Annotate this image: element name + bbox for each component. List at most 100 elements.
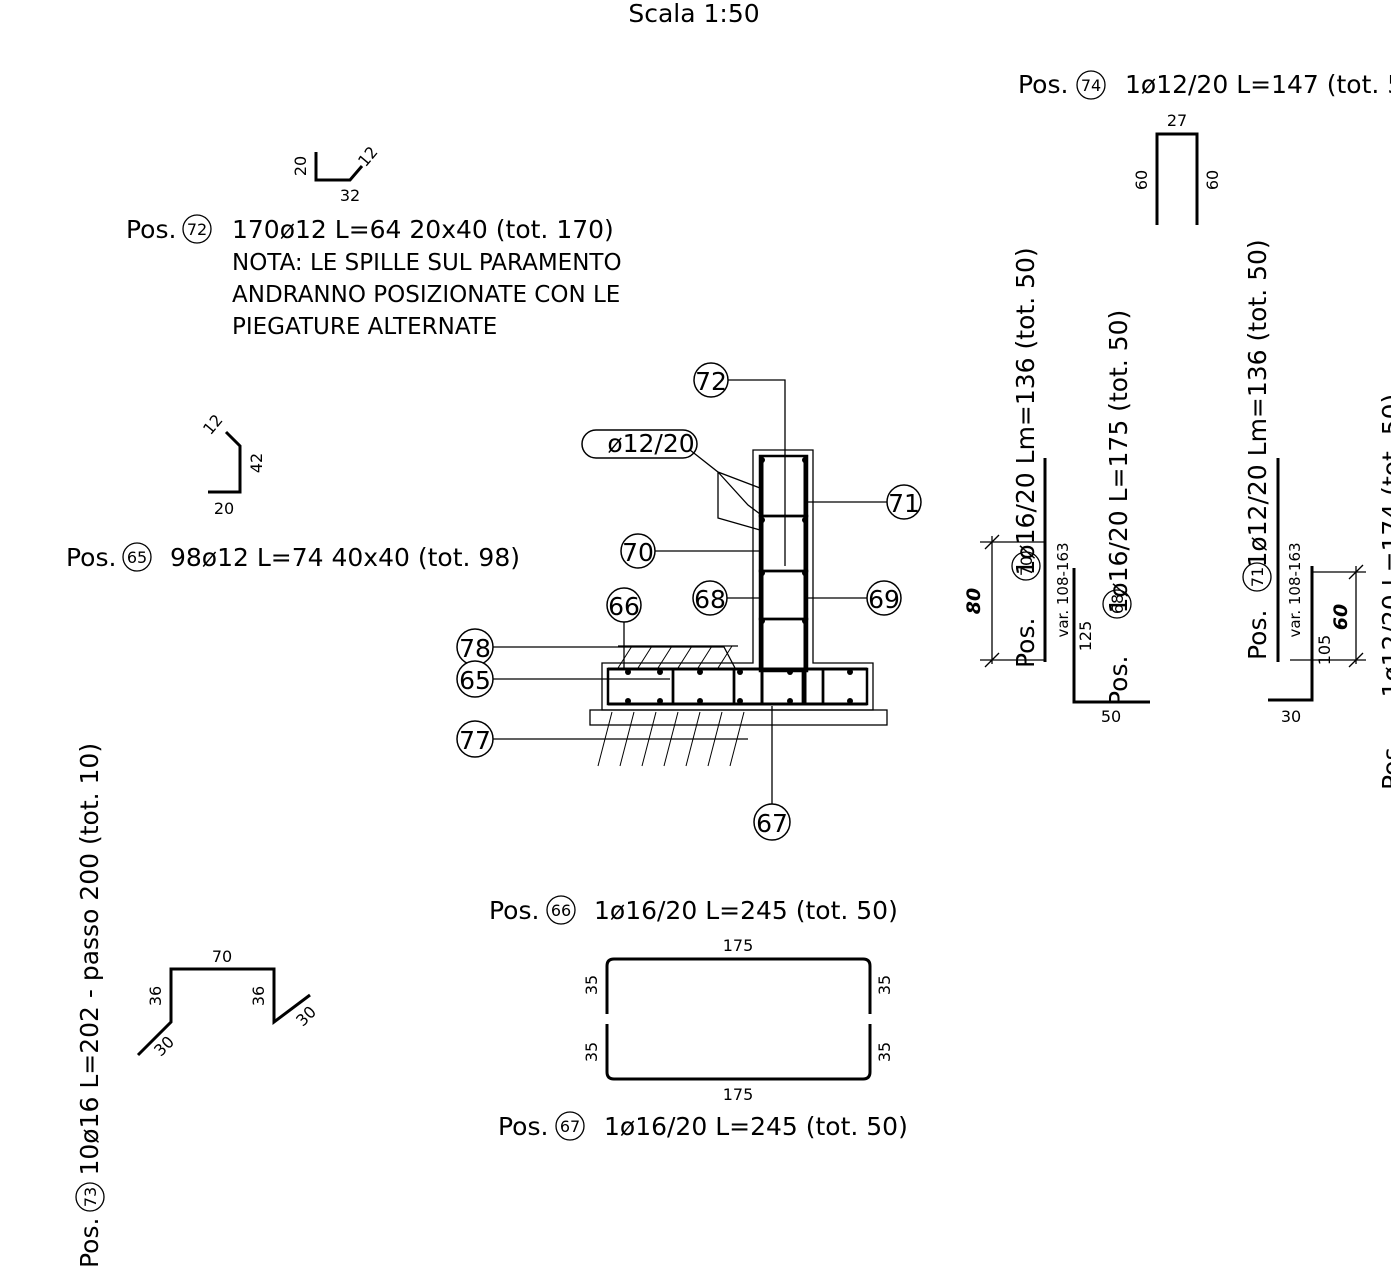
- pos74-dim-right: 60: [1203, 170, 1222, 190]
- pos66-marker-num: 66: [551, 901, 571, 920]
- marker-68: 68: [692, 580, 728, 616]
- svg-text:68: 68: [694, 585, 726, 614]
- marker-72: 72: [693, 362, 729, 398]
- svg-text:67: 67: [756, 809, 788, 838]
- pos66-dim-top: 175: [723, 936, 754, 955]
- svg-text:72: 72: [695, 367, 727, 396]
- pos72-dim-hook: 12: [354, 143, 382, 171]
- pos68-marker-num: 68: [1108, 594, 1127, 614]
- pos67-marker-circle: [555, 1111, 585, 1141]
- bar-dot: [759, 457, 765, 463]
- pos71-hook-shape: [1268, 566, 1314, 702]
- hatch-top-1: [617, 645, 633, 669]
- pos70-group: Pos.1ø16/20 Lm=136 (tot. 50) 70 var. 108…: [963, 247, 1072, 668]
- pos72-dim-width: 32: [340, 186, 360, 205]
- pos70-marker-num: 70: [1017, 556, 1036, 576]
- footing-stirrup-3: [732, 667, 805, 706]
- pos67-pos-label: Pos.: [498, 1112, 548, 1141]
- pos73-desc: 10ø16 L=202 - passo 200 (tot. 10): [75, 743, 104, 1176]
- pos74-group: Pos. 74 1ø12/20 L=147 (tot. 50 27 60 60: [1018, 70, 1391, 225]
- pos67-marker-num: 67: [560, 1117, 580, 1136]
- pos70-dim-tick-top: [984, 534, 1000, 550]
- bar-dot: [802, 517, 808, 523]
- pos71-group: Pos.1ø12/20 Lm=136 (tot. 50) 71 var. 108…: [1242, 239, 1366, 726]
- bar-dot: [625, 698, 631, 704]
- bar-dot: [759, 517, 765, 523]
- bar-dot: [802, 570, 808, 576]
- leader-72: [725, 379, 786, 460]
- pos66-dim-right: 35: [875, 975, 894, 995]
- stem-stirrup-2: [758, 514, 809, 573]
- bar-dot: [787, 669, 793, 675]
- pos74-bar-shape: [1155, 132, 1199, 225]
- pos70-text: Pos.1ø16/20 Lm=136 (tot. 50): [1011, 247, 1040, 668]
- pos71-dim-width: 30: [1281, 707, 1301, 726]
- pos72-group: 20 12 32 Pos. 72 170ø12 L=64 20x40 (tot.…: [126, 143, 622, 340]
- pos65-group: 12 42 20 Pos. 65 98ø12 L=74 40x40 (tot. …: [66, 411, 520, 572]
- marker-78: 78: [456, 628, 494, 666]
- hatch-top-5: [697, 645, 713, 669]
- leader-78: [493, 646, 736, 669]
- pos65-marker-num: 65: [127, 548, 147, 567]
- pos72-desc: 170ø12 L=64 20x40 (tot. 170): [232, 215, 614, 244]
- bar-dot: [737, 698, 743, 704]
- stirrup-label: ø12/20: [607, 429, 694, 458]
- bar-dot: [657, 698, 663, 704]
- pos74-marker-circle: [1076, 70, 1106, 100]
- bar-dot: [847, 698, 853, 704]
- pos72-pos-label: Pos.: [126, 215, 176, 244]
- pos66-bar-shape: [605, 957, 872, 1014]
- pos67-desc: 1ø16/20 L=245 (tot. 50): [604, 1112, 908, 1141]
- bar-dot: [847, 669, 853, 675]
- bar-dot: [802, 457, 808, 463]
- pos70-desc: 1ø16/20 Lm=136 (tot. 50): [1011, 247, 1040, 575]
- pos72-marker-circle: [182, 214, 212, 244]
- pos74-dim-width: 27: [1167, 111, 1187, 130]
- stem-stirrup-1: [758, 454, 809, 518]
- pos66-marker-circle: [546, 895, 576, 925]
- pos73-text: Pos.10ø16 L=202 - passo 200 (tot. 10): [75, 743, 104, 1268]
- pos69-group: Pos. 1ø12/20 L=174 (tot. 50): [1377, 394, 1391, 790]
- pos72-note-1: NOTA: LE SPILLE SUL PARAMENTO: [232, 250, 622, 276]
- pos65-dim-height: 42: [247, 453, 266, 473]
- pos73-marker-circle: [75, 1182, 105, 1212]
- pos72-note-3: PIEGATURE ALTERNATE: [232, 314, 497, 340]
- pos67-dim-right: 35: [875, 1042, 894, 1062]
- pos71-desc: 1ø12/20 Lm=136 (tot. 50): [1243, 239, 1272, 567]
- bar-dot: [737, 669, 743, 675]
- pos65-dim-width: 20: [214, 499, 234, 518]
- svg-text:71: 71: [888, 489, 920, 518]
- pos65-bar-shape: [208, 430, 242, 494]
- stem-stirrup-4: [758, 617, 809, 673]
- pos66-group: Pos. 66 1ø16/20 L=245 (tot. 50) 175 35 3…: [489, 895, 898, 1014]
- bar-dot: [802, 618, 808, 624]
- pos71-var: var. 108-163: [1286, 542, 1304, 637]
- pos68-marker-circle: [1102, 589, 1132, 619]
- pos69-pos-label: Pos.: [1377, 740, 1391, 790]
- pos67-dim-bottom: 175: [723, 1085, 754, 1104]
- marker-70: 70: [620, 533, 656, 569]
- svg-text:66: 66: [608, 592, 640, 621]
- pos69-desc: 1ø12/20 L=174 (tot. 50): [1377, 394, 1391, 698]
- bar-dot: [759, 570, 765, 576]
- footing-stirrup-2: [671, 667, 736, 706]
- pos71-marker-num: 71: [1248, 567, 1267, 587]
- pos74-dim-left: 60: [1132, 170, 1151, 190]
- bar-dot: [787, 698, 793, 704]
- marker-71: 71: [886, 484, 922, 520]
- pos71-dim-tick-bottom: [1348, 652, 1364, 668]
- stirrup-label-box: [581, 429, 698, 459]
- hatch-top-3: [657, 645, 673, 669]
- pos74-desc: 1ø12/20 L=147 (tot. 50: [1125, 70, 1391, 99]
- pos73-dim-hook-left: 30: [150, 1032, 178, 1060]
- pos73-dim-right: 36: [249, 986, 268, 1006]
- pos73-marker-num: 73: [81, 1187, 100, 1207]
- pos71-text: Pos.1ø12/20 Lm=136 (tot. 50): [1243, 239, 1272, 660]
- hatch-top-2: [637, 645, 653, 669]
- pos68-bar-shape: [1072, 568, 1150, 704]
- stem-stirrup-3: [758, 569, 809, 621]
- scale-title: Scala 1:50: [628, 0, 759, 28]
- bar-dot: [697, 698, 703, 704]
- bar-dot: [657, 669, 663, 675]
